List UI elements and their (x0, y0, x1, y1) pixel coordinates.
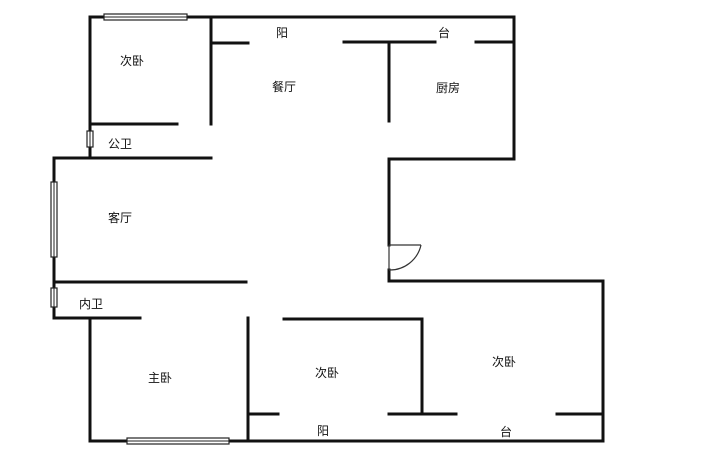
window-ensuite-bath (50, 287, 58, 308)
balcony-label-top-right: 台 (438, 25, 450, 40)
outer-walls (52, 15, 605, 443)
balcony-label-top-left: 阳 (276, 26, 288, 40)
room-label-public-bath: 公卫 (108, 137, 132, 151)
room-label-living: 客厅 (108, 210, 132, 225)
room-label-bedroom-s: 次卧 (315, 366, 339, 380)
window-north (103, 13, 188, 21)
room-label-bedroom-nw: 次卧 (120, 54, 144, 68)
room-label-master: 主卧 (148, 371, 172, 385)
window-living-west (50, 181, 58, 258)
window-public-bath (86, 130, 94, 148)
room-label-dining: 餐厅 (272, 79, 296, 94)
balcony-label-bottom-right: 台 (500, 424, 512, 439)
room-label-kitchen: 厨房 (436, 80, 460, 95)
room-label-bedroom-se: 次卧 (492, 355, 516, 369)
balcony-label-bottom-left: 阳 (317, 424, 329, 438)
entry-door (388, 244, 422, 271)
window-south (126, 437, 230, 445)
interior-walls (52, 15, 605, 443)
room-label-ensuite-bath: 内卫 (79, 297, 103, 311)
